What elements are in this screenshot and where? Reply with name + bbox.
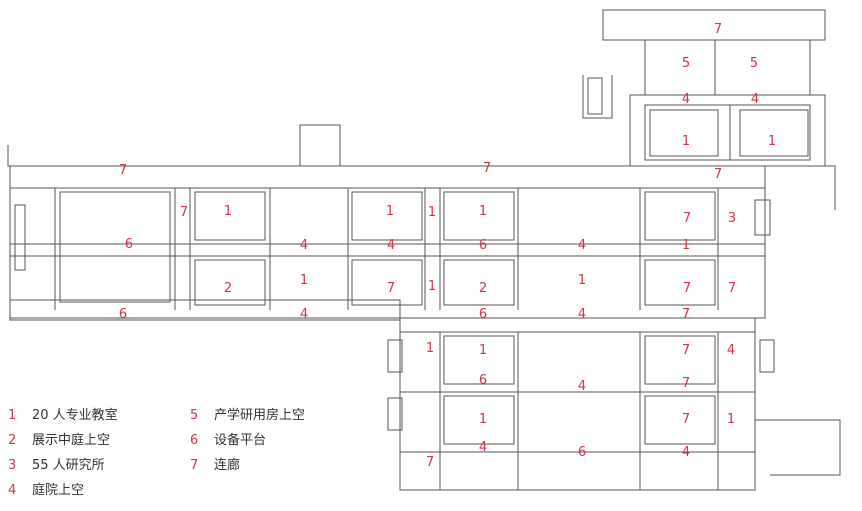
plan-label: 4 xyxy=(751,92,759,107)
plan-label: 2 xyxy=(224,281,232,296)
plan-label: 1 xyxy=(578,273,586,288)
plan-label: 1 xyxy=(479,204,487,219)
plan-label: 1 xyxy=(479,343,487,358)
plan-label: 6 xyxy=(578,445,586,460)
plan-label: 1 xyxy=(682,134,690,149)
plan-label: 4 xyxy=(578,379,586,394)
plan-label: 1 xyxy=(426,341,434,356)
plan-label: 7 xyxy=(714,167,722,182)
plan-label: 4 xyxy=(578,307,586,322)
plan-label: 5 xyxy=(682,56,690,71)
plan-label: 1 xyxy=(768,134,776,149)
plan-label: 6 xyxy=(125,237,133,252)
plan-label: 1 xyxy=(479,412,487,427)
plan-label: 4 xyxy=(727,343,735,358)
plan-label: 1 xyxy=(682,238,690,253)
plan-label: 3 xyxy=(728,211,736,226)
plan-label: 4 xyxy=(578,238,586,253)
plan-label: 1 xyxy=(428,279,436,294)
plan-label: 6 xyxy=(479,373,487,388)
plan-label: 7 xyxy=(180,205,188,220)
plan-label: 7 xyxy=(682,376,690,391)
plan-label: 6 xyxy=(479,307,487,322)
plan-label: 7 xyxy=(728,281,736,296)
main-block xyxy=(9,187,766,319)
plan-label: 7 xyxy=(683,211,691,226)
plan-label: 4 xyxy=(300,307,308,322)
plan-label: 7 xyxy=(682,307,690,322)
plan-label: 4 xyxy=(300,238,308,253)
plan-label: 7 xyxy=(682,412,690,427)
plan-label: 6 xyxy=(119,307,127,322)
plan-label: 4 xyxy=(387,238,395,253)
plan-label: 4 xyxy=(682,92,690,107)
plan-label: 7 xyxy=(426,455,434,470)
plan-label: 1 xyxy=(727,412,735,427)
plan-label: 7 xyxy=(483,161,491,176)
plan-label: 1 xyxy=(224,204,232,219)
plan-label: 6 xyxy=(479,238,487,253)
plan-label: 7 xyxy=(682,343,690,358)
plan-label: 7 xyxy=(119,163,127,178)
plan-label: 7 xyxy=(714,22,722,37)
plan-label: 1 xyxy=(386,204,394,219)
plan-label: 1 xyxy=(300,273,308,288)
plan-label: 7 xyxy=(387,281,395,296)
plan-label: 4 xyxy=(682,445,690,460)
plan-label: 1 xyxy=(428,205,436,220)
plan-label: 4 xyxy=(479,440,487,455)
lower-corridor-west xyxy=(9,299,401,321)
plan-label: 2 xyxy=(479,281,487,296)
plan-label: 7 xyxy=(683,281,691,296)
plan-label: 5 xyxy=(750,56,758,71)
